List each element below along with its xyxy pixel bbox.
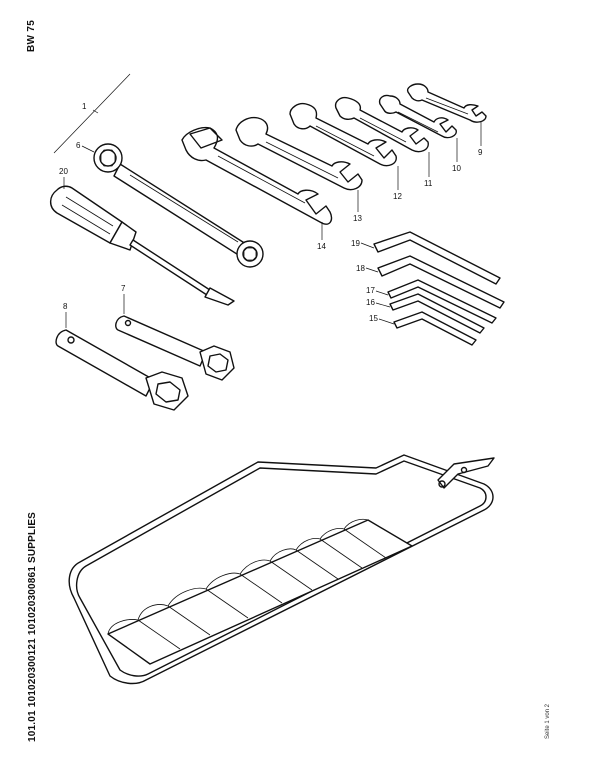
screwdriver-part xyxy=(49,185,235,306)
callout-1: 1 xyxy=(82,102,87,111)
svg-text:15: 15 xyxy=(369,314,378,323)
svg-text:1: 1 xyxy=(82,102,87,111)
open-end-wrench-12 xyxy=(289,102,397,167)
open-end-wrench-14 xyxy=(181,126,333,225)
kit-bracket xyxy=(53,73,131,154)
callout-8: 8 xyxy=(63,302,68,328)
callout-16: 16 xyxy=(366,298,391,308)
svg-text:18: 18 xyxy=(356,264,365,273)
callout-15: 15 xyxy=(369,314,395,325)
svg-text:10: 10 xyxy=(452,164,461,173)
svg-text:7: 7 xyxy=(121,284,126,293)
box-spanner-small-part xyxy=(115,315,235,381)
callout-20: 20 xyxy=(59,167,68,189)
hex-key-18 xyxy=(377,255,505,309)
svg-text:13: 13 xyxy=(353,214,362,223)
callout-12: 12 xyxy=(393,166,402,201)
open-end-wrench-13 xyxy=(235,116,363,191)
box-spanner-large-part xyxy=(55,329,189,411)
hex-key-19 xyxy=(373,231,501,285)
tool-roll-part xyxy=(68,454,495,685)
svg-text:17: 17 xyxy=(366,286,375,295)
open-end-wrench-11 xyxy=(334,96,429,153)
svg-text:9: 9 xyxy=(478,148,483,157)
svg-text:11: 11 xyxy=(424,179,433,188)
open-end-wrench-10 xyxy=(378,94,457,139)
svg-text:8: 8 xyxy=(63,302,68,311)
hex-key-17 xyxy=(387,279,497,324)
combination-wrench-part xyxy=(93,143,264,268)
hex-key-15 xyxy=(393,311,477,346)
callout-10: 10 xyxy=(452,138,461,173)
svg-text:14: 14 xyxy=(317,242,326,251)
callout-17: 17 xyxy=(366,286,389,296)
callout-14: 14 xyxy=(317,222,326,251)
svg-text:12: 12 xyxy=(393,192,402,201)
svg-text:16: 16 xyxy=(366,298,375,307)
svg-text:20: 20 xyxy=(59,167,68,176)
svg-text:6: 6 xyxy=(76,141,81,150)
open-end-wrench-9 xyxy=(406,83,487,123)
callout-18: 18 xyxy=(356,264,379,273)
callout-9: 9 xyxy=(478,122,483,157)
callout-11: 11 xyxy=(424,152,433,188)
callout-13: 13 xyxy=(353,190,362,223)
callout-19: 19 xyxy=(351,239,375,249)
callout-6: 6 xyxy=(76,141,95,153)
callout-7: 7 xyxy=(121,284,126,314)
svg-text:19: 19 xyxy=(351,239,360,248)
hex-key-16 xyxy=(389,293,485,334)
